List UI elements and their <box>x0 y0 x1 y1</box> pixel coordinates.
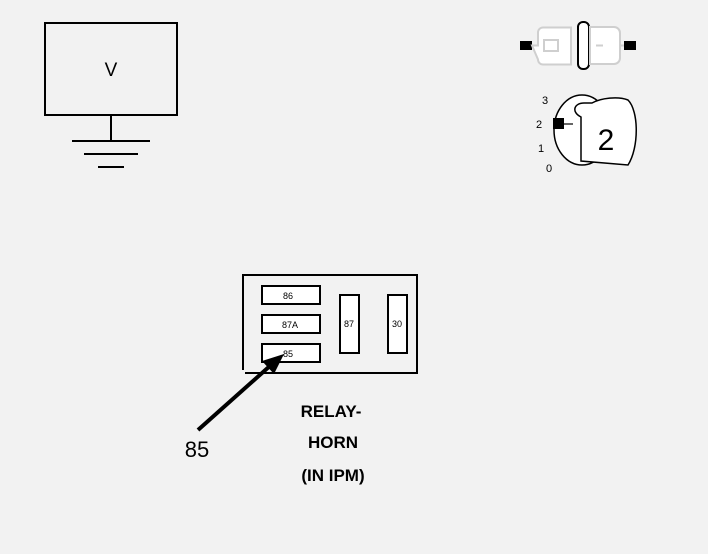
ignition-position-2: 2 <box>536 119 542 131</box>
relay-title-line-1: RELAY- <box>301 402 362 421</box>
callout-arrow: 85 <box>185 354 284 462</box>
relay-title-line-3: (IN IPM) <box>301 466 364 485</box>
voltmeter-symbol: V <box>44 22 178 168</box>
ignition-position-1: 1 <box>538 143 544 155</box>
terminal-30-label: 30 <box>392 319 402 329</box>
connector-icon <box>520 21 636 70</box>
ignition-position-0: 0 <box>546 163 552 175</box>
terminal-30-box <box>387 294 408 354</box>
relay-horn-block: 86 87A 85 87 30 <box>242 274 418 374</box>
ignition-position-3: 3 <box>542 95 548 107</box>
ignition-switch-icon: 3 2 1 0 2 <box>536 94 637 175</box>
ground-icon <box>72 115 150 168</box>
relay-outline <box>242 274 418 374</box>
terminal-87-label: 87 <box>344 319 354 329</box>
terminal-87-box <box>339 294 360 354</box>
arrowhead-icon <box>262 354 284 374</box>
key-number: 2 <box>598 124 615 157</box>
relay-title: RELAY- HORN (IN IPM) <box>301 402 365 485</box>
callout-label: 85 <box>185 437 209 462</box>
terminal-85-label: 85 <box>283 349 293 359</box>
voltmeter-label: V <box>105 60 118 81</box>
terminal-86-label: 86 <box>283 291 293 301</box>
relay-title-line-2: HORN <box>308 433 358 452</box>
terminal-86-box <box>261 285 321 305</box>
terminal-87a-box <box>261 314 321 334</box>
terminal-87a-label: 87A <box>282 320 298 330</box>
